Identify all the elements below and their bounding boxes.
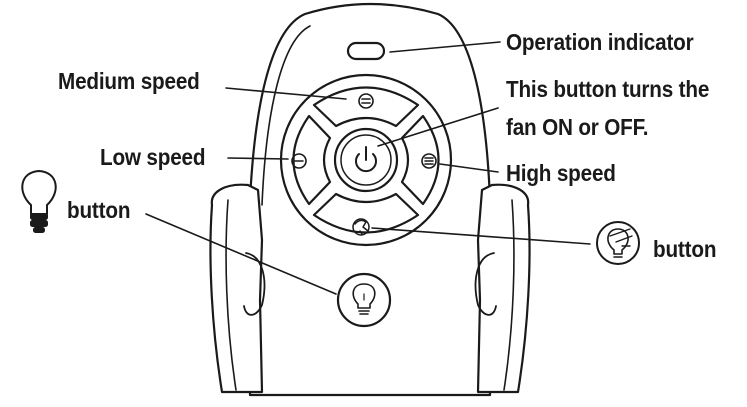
dimmer-button-label: button [653,236,717,262]
holder-right [476,183,531,394]
remote-body-inner [261,25,311,206]
light-button-label: button [67,197,131,223]
light-bulb-icon [21,170,57,233]
low-speed-button[interactable] [292,114,332,206]
high-speed-label: High speed [506,160,616,186]
power-icon [355,146,377,173]
holder-right-inner [503,199,515,391]
light-button-icon [352,283,376,315]
dimmer-bulb-icon [596,221,640,265]
leader-medium [225,87,347,100]
high-speed-icon [421,153,437,169]
leader-low [227,157,289,160]
leader-light [145,213,337,295]
power-button-inner [340,134,392,186]
leader-high [439,163,499,173]
dimmer-icon [352,218,370,236]
low-speed-label: Low speed [100,144,206,170]
medium-speed-button[interactable] [312,86,420,128]
remote-body [248,2,492,397]
leader-power [377,107,499,147]
light-button[interactable] [336,272,392,328]
dpad-outer-ring [279,73,453,247]
medium-speed-icon [358,93,374,109]
leader-operation [389,41,501,53]
dimmer-button[interactable] [312,192,420,234]
power-button[interactable] [333,127,399,193]
high-speed-button[interactable] [400,114,440,206]
medium-speed-label: Medium speed [58,68,200,94]
holder-right-grip [474,252,497,316]
power-label-line2: fan ON or OFF. [506,114,649,140]
power-label-line1: This button turns the [506,76,710,102]
holder-left [209,183,264,394]
holder-left-inner [225,199,237,391]
operation-indicator-label: Operation indicator [506,29,694,55]
leader-dimmer [371,227,591,245]
operation-indicator-led [346,41,386,61]
low-speed-icon [291,153,307,169]
